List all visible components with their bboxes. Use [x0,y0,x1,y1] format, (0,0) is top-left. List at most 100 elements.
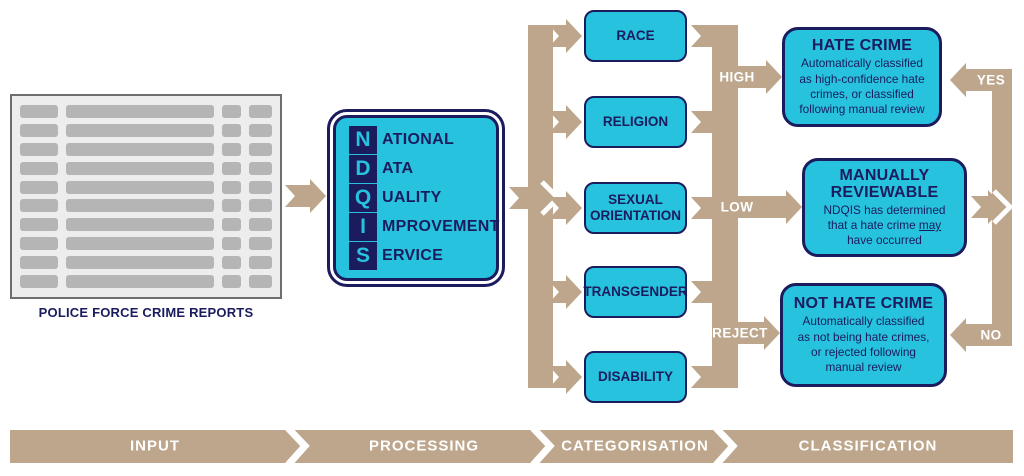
ndqis-box-inner: N ATIONAL D ATA Q UALITY I MPROVEMENT S … [333,115,499,281]
arrow-sexual-orientation-out [691,197,720,219]
outcome-body: Automatically classified as not being ha… [797,314,930,374]
ndqis-line-data: D ATA [349,155,496,183]
category-disability: DISABILITY [584,351,687,403]
arrow-to-disability [549,360,582,394]
arrow-to-sexual-orientation [549,191,582,225]
ndqis-line-quality: Q UALITY [349,184,496,212]
ndqis-word: ATA [382,160,414,177]
body-suffix: have occurred [847,233,922,248]
table-cell [65,199,215,213]
arrow-race-out [691,25,720,47]
outcome-title: NOT HATE CRIME [793,295,934,313]
route-label-low: LOW [720,199,754,215]
table-cell [20,199,58,213]
body-underlined-word: may [918,218,942,233]
outcome-title: MANUALLY REVIEWABLE [830,166,939,201]
table-cell [65,274,215,288]
table-cell [65,142,215,156]
table-row [20,274,272,288]
ndqis-line-improvement: I MPROVEMENT [349,213,499,241]
arrow-religion-out [691,111,720,133]
junction-gap-feedback [992,189,1014,225]
arrow-yes [950,63,1012,97]
table-row [20,142,272,156]
table-cell [65,161,215,175]
stage-processing: PROCESSING [368,437,480,455]
arrow-low [730,190,802,224]
table-cell [249,218,272,232]
table-row [20,161,272,175]
stage-chevron-1 [285,425,310,468]
table-cell [249,123,272,137]
outcome-title: HATE CRIME [811,37,913,55]
category-transgender: TRANSGENDER [583,266,688,318]
table-cell [249,142,272,156]
table-cell [20,161,58,175]
table-cell [222,123,242,137]
route-label-reject: REJECT [712,325,768,341]
ndqis-word: UALITY [382,189,442,206]
table-row [20,237,272,251]
stage-chevron-3 [713,425,738,468]
table-cell [65,180,215,194]
outcome-manually-reviewable: MANUALLY REVIEWABLE NDQIS has determined… [802,158,967,257]
arrow-to-religion [549,105,582,139]
table-cell [222,142,242,156]
body-prefix: NDQIS has determined that a hate crime [823,203,946,233]
table-cell [249,180,272,194]
table-cell [20,142,58,156]
arrow-ndqis-to-trunk [509,181,552,215]
table-cell [20,274,58,288]
ndqis-word: ATIONAL [382,131,455,148]
table-caption: POLICE FORCE CRIME REPORTS [38,305,254,320]
table-cell [249,256,272,269]
arrow-to-transgender [549,275,582,309]
table-cell [20,218,58,232]
table-cell [249,105,272,118]
table-cell [20,237,58,251]
table-cell [65,105,215,118]
route-label-no: NO [980,327,1002,343]
table-row [20,199,272,213]
table-cell [20,180,58,194]
category-race: RACE [584,10,687,62]
table-cell [249,237,272,251]
arrow-no [950,318,1012,352]
outcome-body: NDQIS has determined that a hate crime m… [824,203,946,248]
arrow-reject [730,316,780,350]
table-cell [222,237,242,251]
table-row [20,180,272,194]
table-cell [222,105,242,118]
category-religion: RELIGION [584,96,687,148]
table-cell [249,161,272,175]
arrow-disability-out [691,366,720,388]
stage-banner [10,430,1013,463]
table-cell [222,199,242,213]
table-cell [65,218,215,232]
table-row [20,105,272,118]
arrow-review-out [971,190,1004,224]
ndqis-initial: N [349,126,377,154]
outcome-not-hate-crime: NOT HATE CRIME Automatically classified … [780,283,947,387]
ndqis-initial: I [349,213,377,241]
stage-input: INPUT [130,437,180,455]
arrow-input-to-ndqis [285,179,326,213]
table-row [20,218,272,232]
table-cell [222,180,242,194]
route-label-yes: YES [976,72,1006,88]
table-cell [249,274,272,288]
table-cell [20,105,58,118]
table-cell [20,123,58,137]
stage-categorisation: CATEGORISATION [561,437,709,455]
table-cell [65,237,215,251]
crime-reports-table [10,94,282,299]
table-cell [222,274,242,288]
category-sexual-orientation: SEXUAL ORIENTATION [584,182,687,234]
table-cell [222,161,242,175]
table-cell [222,218,242,232]
arrow-transgender-out [691,281,720,303]
table-cell [222,256,242,269]
outcome-body: Automatically classified as high-confide… [799,56,925,116]
